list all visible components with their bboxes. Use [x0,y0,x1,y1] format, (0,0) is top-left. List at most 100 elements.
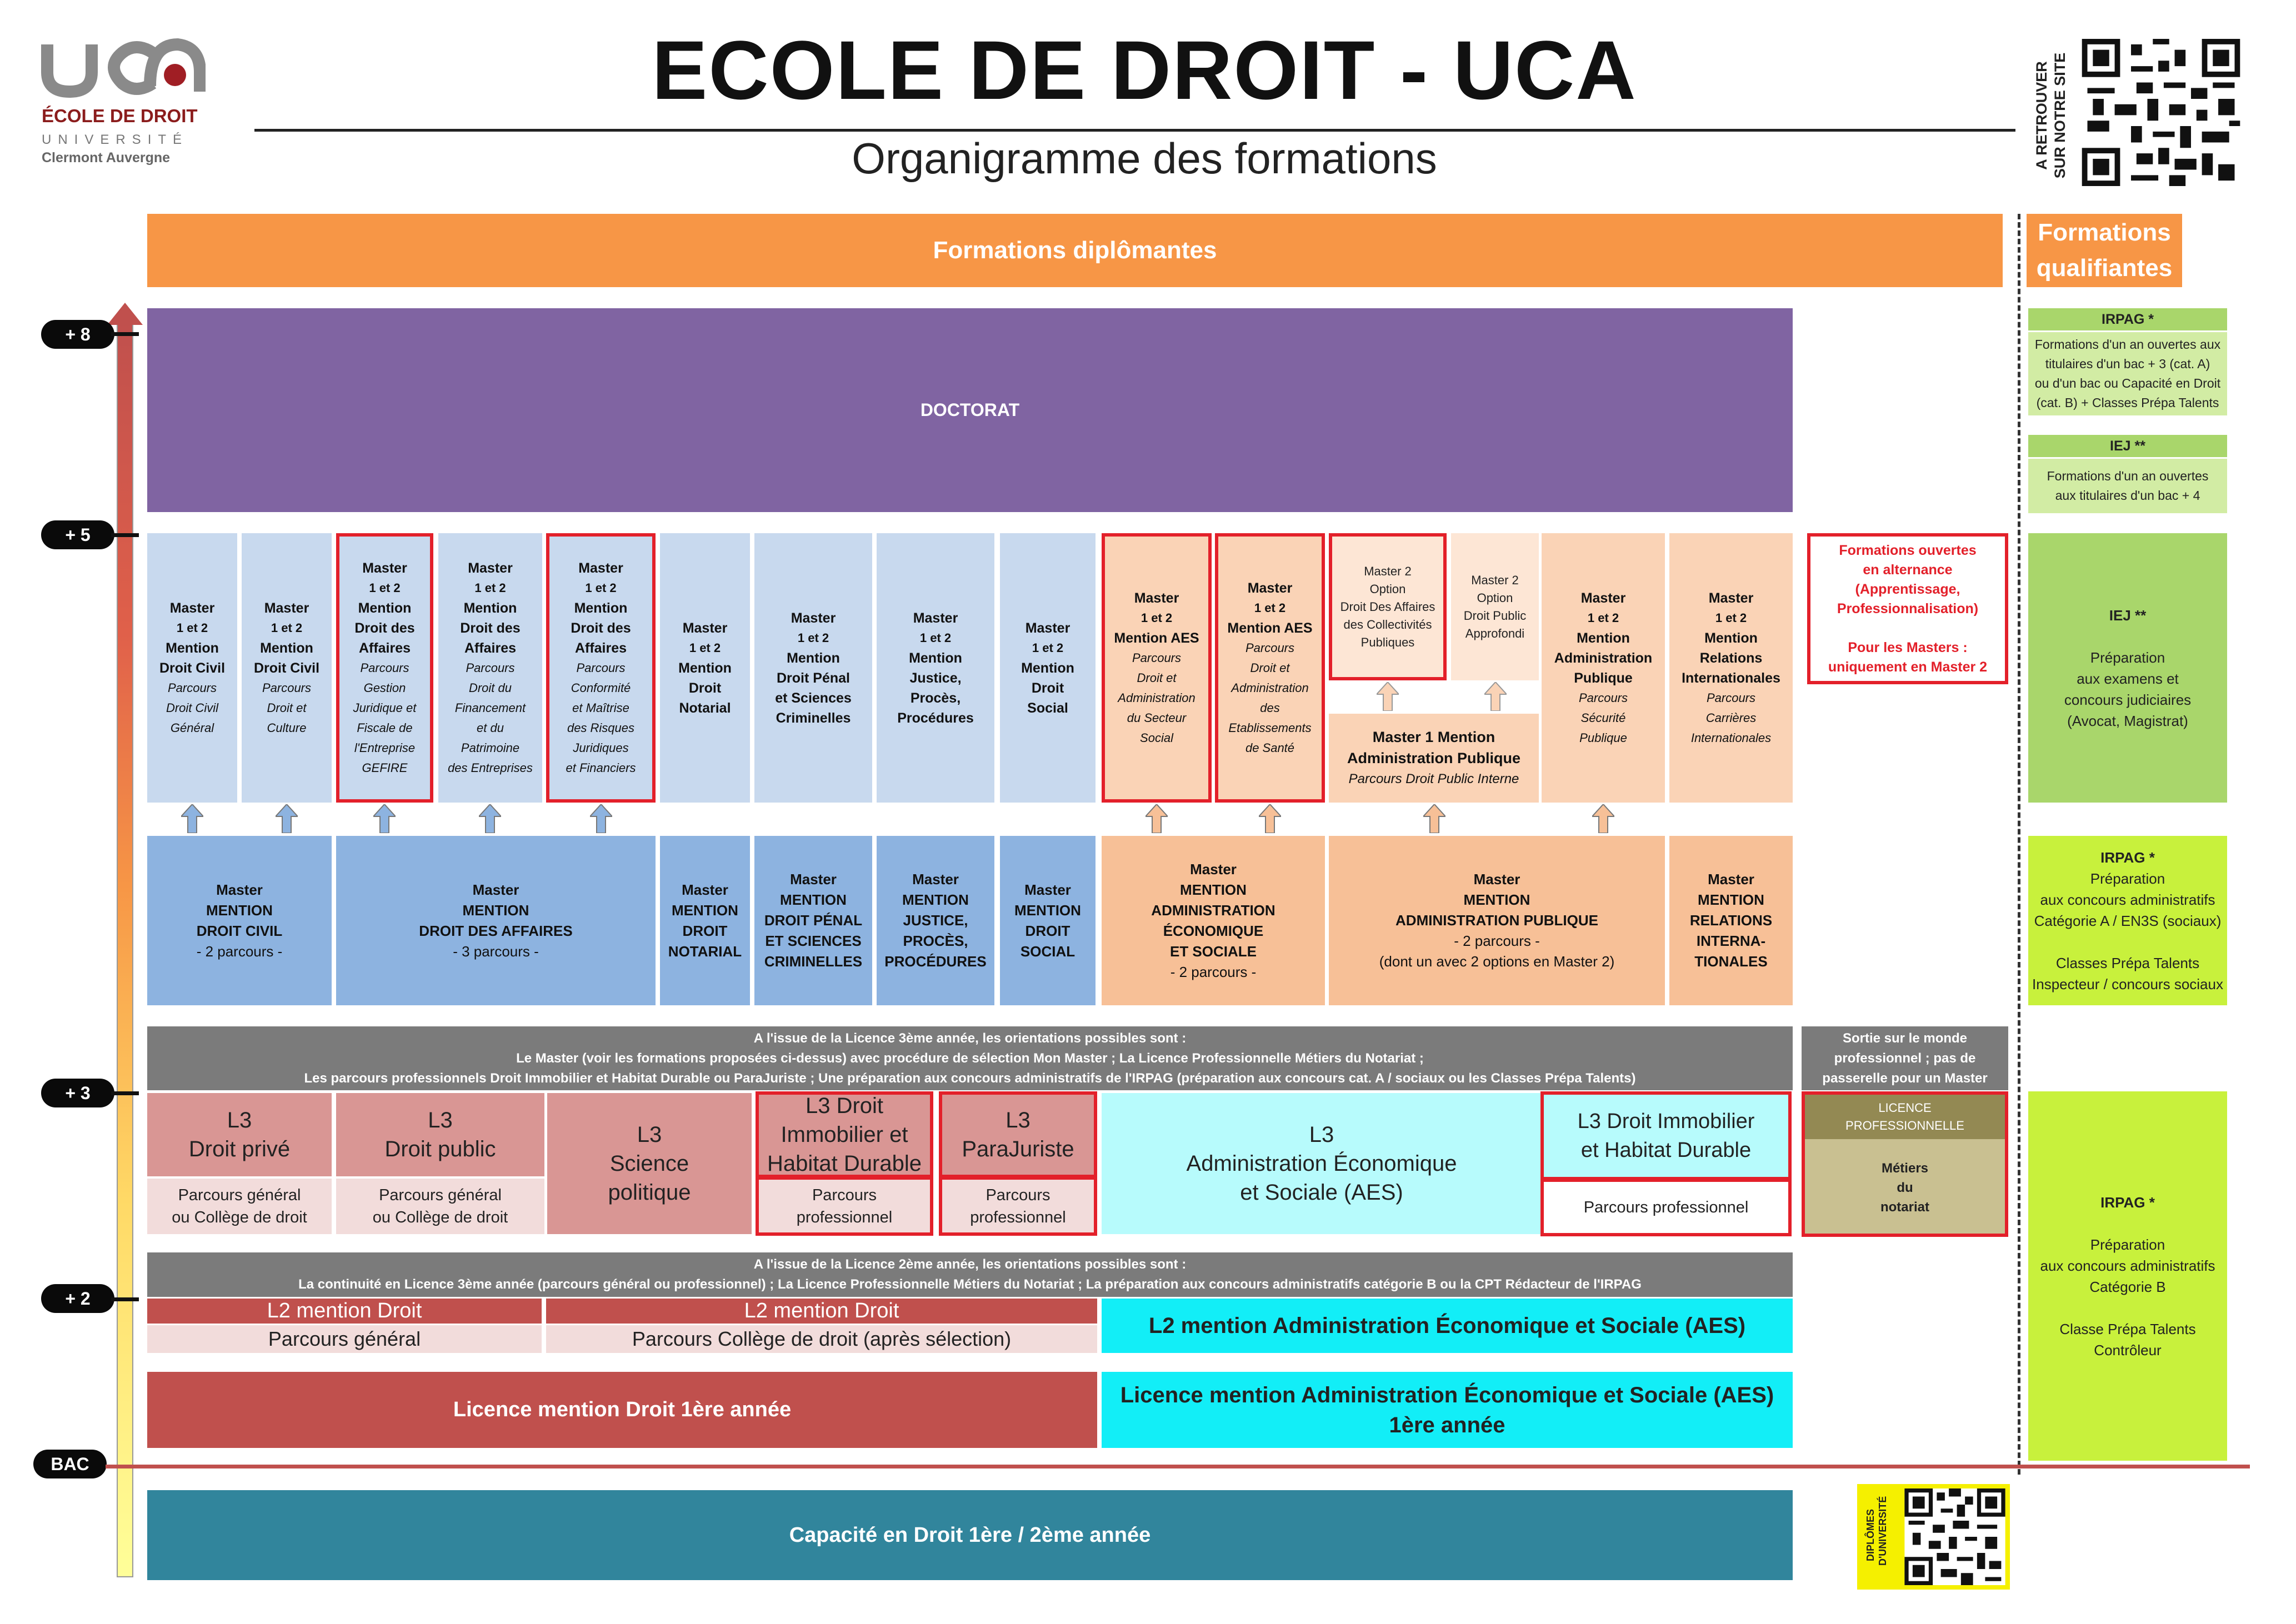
label-masters1-10-p2: Droit et [1250,660,1290,675]
page-title: ECOLE DE DROIT - UCA [652,23,1637,117]
label-masters2-7-l5: (dont un avec 2 options en Master 2) [1379,953,1615,970]
tick-8 [111,332,139,336]
up-arrow-icon [479,804,501,833]
qual-iej-info: Formations d'un an ouvertes aux titulair… [2028,459,2227,513]
label-masters1-8-l5: Social [1027,700,1068,716]
up-arrow-icon [1423,804,1445,833]
page-subtitle: Organigramme des formations [852,134,1437,183]
label-masters2-1-l2: MENTION [462,901,529,919]
du-badge[interactable]: DIPLÔMES D'UNIVERSITÉ [1857,1484,2010,1590]
qualifiantes-separator [2018,214,2020,1475]
label-masters2-2-l2: MENTION [672,901,738,919]
label-masters1-2-p1: Parcours [360,660,409,675]
label-masters1-4-p5: Juridiques [573,740,629,755]
qual-iej-prep-l3: concours judiciaires [2064,691,2192,708]
qual-irpag-head-label: IRPAG * [2102,311,2154,327]
label-masters1-4-p6: et Financiers [566,760,636,775]
label-masters1-2-p2: Gestion [363,680,406,695]
label-l2-1-sub: Parcours Collège de droit (après sélecti… [632,1327,1012,1350]
orientation-l2: A l'issue de la Licence 2ème année, les … [147,1252,1793,1297]
label-masters1-11-l3: Droit Des Affaires [1340,599,1435,614]
label-masters1-2-l1: Master [362,560,407,576]
qual-irpag-info-l2: titulaires d'un bac + 3 (cat. A) [2045,357,2210,371]
label-masters1-4-l2: 1 et 2 [585,580,617,595]
l3-aes-droit-immobilier-parcours: Parcours professionnel [1540,1179,1792,1236]
qr-code-icon[interactable] [2080,39,2242,186]
label-l3-4-sub1: Parcours [986,1186,1051,1204]
label-masters1-2-p4: Fiscale de [357,720,413,735]
label-masters1-8-l1: Master [1025,620,1071,636]
label-masters1-0-l2: 1 et 2 [176,620,208,635]
label-alternance-l5: Pour les Masters : [1848,639,1968,655]
label-masters1-8-l3: Mention [1021,660,1074,676]
label-masters1-4-p4: des Risques [567,720,635,735]
label-masters1-4-l3: Mention [574,600,628,616]
label-masters2-6-l2: MENTION [1180,881,1247,898]
label-masters1-3-p5: Patrimoine [461,740,520,755]
label-masters1-2-p6: GEFIRE [362,760,408,775]
label-masters1-6-l3: Mention [787,650,840,666]
label-masters2-6-l3: ADMINISTRATION [1151,901,1275,919]
label-masters1-0-l3: Mention [166,640,219,656]
label-masters1-13-l1: Master [1580,590,1626,606]
up-arrow-icon [1377,682,1399,711]
qual-irpag-info-l4: (cat. B) + Classes Prépa Talents [2036,395,2219,410]
l2-aes: L2 mention Administration Économique et … [1102,1299,1793,1353]
level-5: + 5 [41,520,114,549]
label-l1-1-l1: Licence mention Administration Économiqu… [1120,1382,1774,1407]
up-arrow-icon [1484,682,1507,711]
label-masters2-0-l1: Master [216,881,263,898]
licence-pro-l5: notariat [1880,1199,1929,1215]
label-masters1-7-l3: Mention [909,650,962,666]
qual-irpag-info-l3: ou d'un bac ou Capacité en Droit [2034,376,2221,390]
label-l3-2-l2: Science [609,1151,689,1176]
l2-droit-college-parcours: Parcours Collège de droit (après sélecti… [546,1325,1097,1353]
qual-iej-prep-l2: aux examens et [2077,670,2179,687]
label-masters2-5-l1: Master [1024,881,1071,898]
label-l3-6-l1: L3 Droit Immobilier [1577,1110,1755,1133]
label-masters1-1-l4: Droit Civil [253,660,320,676]
label-capacite: Capacité en Droit 1ère / 2ème année [789,1523,1151,1547]
label-masters1-7-l6: Procédures [897,710,974,726]
label-masters1-4-p3: et Maîtrise [572,700,629,715]
orientation-l3: A l'issue de la Licence 3ème année, les … [147,1026,1793,1090]
label-masters1-12-l2: Option [1477,590,1513,605]
label-l3-3-l2: Immobilier et [781,1122,908,1147]
label-alternance-l6: uniquement en Master 2 [1828,659,1988,675]
up-arrow-icon [1259,804,1281,833]
label-masters1-5-l3: Mention [678,660,732,676]
qual-iej-prep-l4: (Avocat, Magistrat) [2067,712,2188,729]
label-masters1-0-l1: Master [169,600,215,616]
label-masters1-10-p1: Parcours [1245,640,1295,655]
qual-iej-info-l2: aux titulaires d'un bac + 4 [2055,488,2200,503]
qr-code-icon[interactable] [1904,1488,2005,1585]
qual-irpag-a-head: IRPAG * [2100,849,2155,866]
label-masters1-0-p2: Droit Civil [166,700,219,715]
level-2: + 2 [41,1284,114,1313]
qual-irpag-a-l4: Classes Prépa Talents [2055,954,2200,971]
label-alternance-l2: en alternance [1863,562,1953,578]
label-l3-0-l2: Droit privé [188,1137,291,1161]
label-masters1-4-p1: Parcours [576,660,626,675]
label-masters2-4-l3: JUSTICE, [903,912,968,929]
label-masters2-7-l2: MENTION [1463,891,1530,908]
licence-pro-notariat: LICENCE PROFESSIONNELLE Métiers du notar… [1802,1091,2008,1237]
label-masters1-0-p1: Parcours [167,680,217,695]
label-masters1-9-p3: Administration [1118,690,1195,705]
label-masters1-13-l5: Publique [1574,670,1633,686]
l1-aes: Licence mention Administration Économiqu… [1102,1372,1793,1448]
label-masters2-0-l3: DROIT CIVIL [196,922,283,939]
up-arrow-icon [276,804,298,833]
label-l2-1-title: L2 mention Droit [744,1299,899,1322]
label-masters1-2-l3: Mention [358,600,412,616]
label-orient3-l1: A l'issue de la Licence 3ème année, les … [753,1030,1187,1046]
level-3: + 3 [41,1079,114,1107]
